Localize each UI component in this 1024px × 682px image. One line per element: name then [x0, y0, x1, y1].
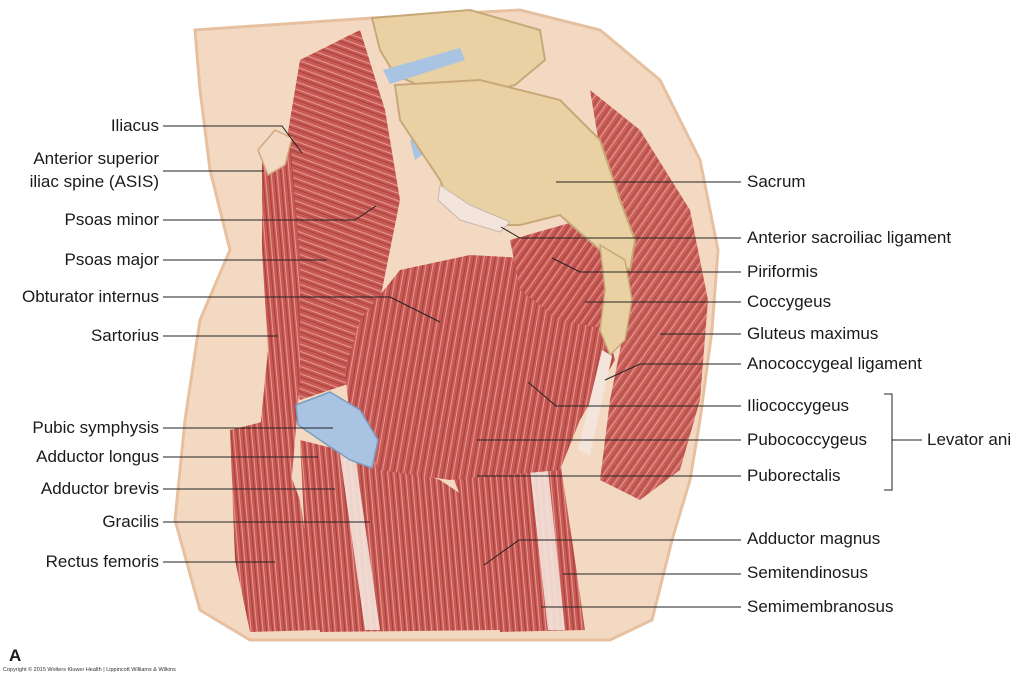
label-piriformis: Piriformis	[747, 262, 818, 281]
label-gluteus-maximus: Gluteus maximus	[747, 324, 879, 343]
label-gracilis: Gracilis	[102, 512, 159, 531]
label-anococcygeal-ligament: Anococcygeal ligament	[747, 354, 922, 373]
copyright-line: Copyright © 2015 Wolters Kluwer Health |…	[3, 667, 176, 673]
label-asis-line2: iliac spine (ASIS)	[29, 172, 159, 191]
panel-letter: A	[9, 646, 22, 665]
label-semitendinosus: Semitendinosus	[747, 563, 868, 582]
label-levator-ani: Levator ani	[927, 430, 1012, 449]
label-adductor-brevis: Adductor brevis	[40, 479, 159, 498]
label-adductor-magnus: Adductor magnus	[747, 529, 881, 548]
label-asis-line1: Anterior superior	[33, 149, 159, 168]
sacrum	[393, 78, 637, 272]
levator-ani	[345, 255, 615, 480]
rectus-femoris	[230, 420, 320, 632]
pubic-symphysis	[295, 391, 379, 469]
gluteus-maximus	[590, 90, 708, 500]
label-iliacus: Iliacus	[110, 116, 159, 135]
label-semimembranosus: Semimembranosus	[747, 597, 894, 616]
label-obturator-internus: Obturator internus	[21, 287, 159, 306]
anterior-sacroiliac-ligament	[437, 184, 511, 233]
label-psoas-minor: Psoas minor	[64, 210, 159, 229]
label-anterior-sacroiliac-ligament: Anterior sacroiliac ligament	[747, 228, 952, 247]
label-adductor-longus: Adductor longus	[36, 447, 159, 466]
label-coccygeus: Coccygeus	[747, 292, 832, 311]
leader-lines	[163, 125, 922, 608]
label-iliococcygeus: Iliococcygeus	[747, 396, 850, 415]
label-puborectalis: Puborectalis	[747, 466, 841, 485]
label-pubic-symphysis: Pubic symphysis	[32, 418, 159, 437]
label-psoas-major: Psoas major	[64, 250, 159, 269]
anococcygeal-ligament	[578, 350, 612, 455]
asis	[257, 129, 293, 177]
label-sartorius: Sartorius	[90, 326, 159, 345]
iliopsoas	[270, 30, 400, 400]
label-rectus-femoris: Rectus femoris	[45, 552, 159, 571]
label-pubococcygeus: Pubococcygeus	[747, 430, 868, 449]
label-sacrum: Sacrum	[747, 172, 806, 191]
